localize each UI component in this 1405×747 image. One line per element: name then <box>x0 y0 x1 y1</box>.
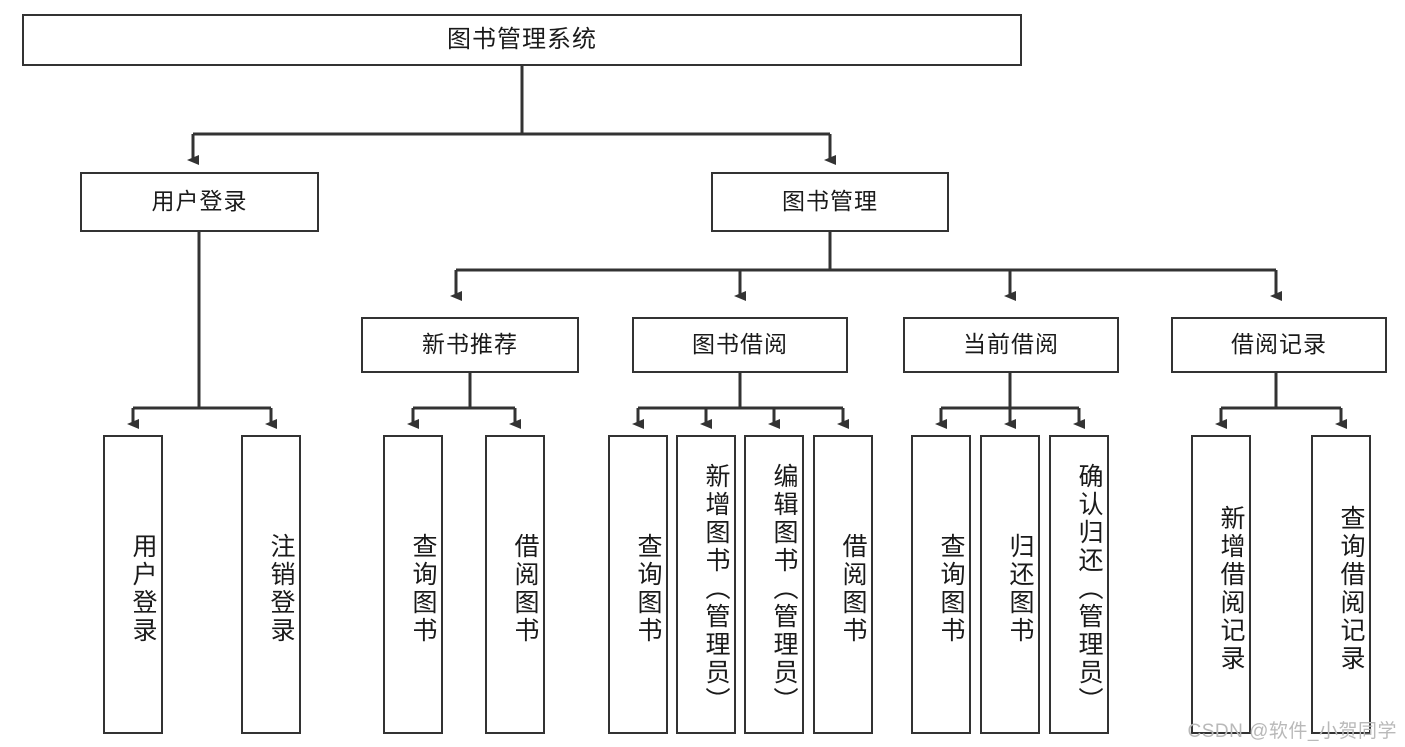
node-book-borrow[interactable]: 图书借阅 <box>632 317 848 373</box>
node-leaf-edit-book[interactable]: 编辑图书（管理员） <box>744 435 804 734</box>
node-current-borrow[interactable]: 当前借阅 <box>903 317 1119 373</box>
node-leaf-query-record-label: 查询借阅记录 <box>1337 504 1365 673</box>
node-root-label: 图书管理系统 <box>447 25 597 53</box>
node-leaf-query-book-1-label: 查询图书 <box>409 532 437 645</box>
node-leaf-query-book-3[interactable]: 查询图书 <box>911 435 971 734</box>
node-root[interactable]: 图书管理系统 <box>22 14 1022 66</box>
watermark: CSDN @软件_小贺同学 <box>1187 721 1397 742</box>
node-book-borrow-label: 图书借阅 <box>692 331 788 358</box>
node-leaf-borrow-book-2[interactable]: 借阅图书 <box>813 435 873 734</box>
node-leaf-edit-book-label: 编辑图书（管理员） <box>770 462 798 715</box>
node-leaf-add-record-label: 新增借阅记录 <box>1217 504 1245 673</box>
node-borrow-record-label: 借阅记录 <box>1231 331 1327 358</box>
node-leaf-logout-login[interactable]: 注销登录 <box>241 435 301 734</box>
node-leaf-return-book[interactable]: 归还图书 <box>980 435 1040 734</box>
node-leaf-user-login[interactable]: 用户登录 <box>103 435 163 734</box>
node-new-book-rec[interactable]: 新书推荐 <box>361 317 579 373</box>
node-leaf-add-record[interactable]: 新增借阅记录 <box>1191 435 1251 734</box>
node-leaf-logout-login-label: 注销登录 <box>267 532 295 645</box>
node-new-book-rec-label: 新书推荐 <box>422 331 518 358</box>
node-leaf-query-book-1[interactable]: 查询图书 <box>383 435 443 734</box>
node-leaf-borrow-book-1[interactable]: 借阅图书 <box>485 435 545 734</box>
node-leaf-return-book-label: 归还图书 <box>1006 532 1034 645</box>
node-leaf-add-book-label: 新增图书（管理员） <box>702 462 730 715</box>
node-leaf-confirm-return-label: 确认归还（管理员） <box>1075 462 1103 715</box>
node-leaf-query-record[interactable]: 查询借阅记录 <box>1311 435 1371 734</box>
node-leaf-user-login-label: 用户登录 <box>129 532 157 645</box>
node-leaf-query-book-2[interactable]: 查询图书 <box>608 435 668 734</box>
node-current-borrow-label: 当前借阅 <box>963 331 1059 358</box>
node-book-manage-label: 图书管理 <box>782 188 878 215</box>
node-leaf-add-book[interactable]: 新增图书（管理员） <box>676 435 736 734</box>
node-borrow-record[interactable]: 借阅记录 <box>1171 317 1387 373</box>
node-book-manage[interactable]: 图书管理 <box>711 172 949 232</box>
node-leaf-borrow-book-1-label: 借阅图书 <box>511 532 539 645</box>
node-user-login[interactable]: 用户登录 <box>80 172 319 232</box>
node-user-login-label: 用户登录 <box>151 188 248 215</box>
node-leaf-query-book-2-label: 查询图书 <box>634 532 662 645</box>
node-leaf-confirm-return[interactable]: 确认归还（管理员） <box>1049 435 1109 734</box>
node-leaf-query-book-3-label: 查询图书 <box>937 532 965 645</box>
node-leaf-borrow-book-2-label: 借阅图书 <box>839 532 867 645</box>
